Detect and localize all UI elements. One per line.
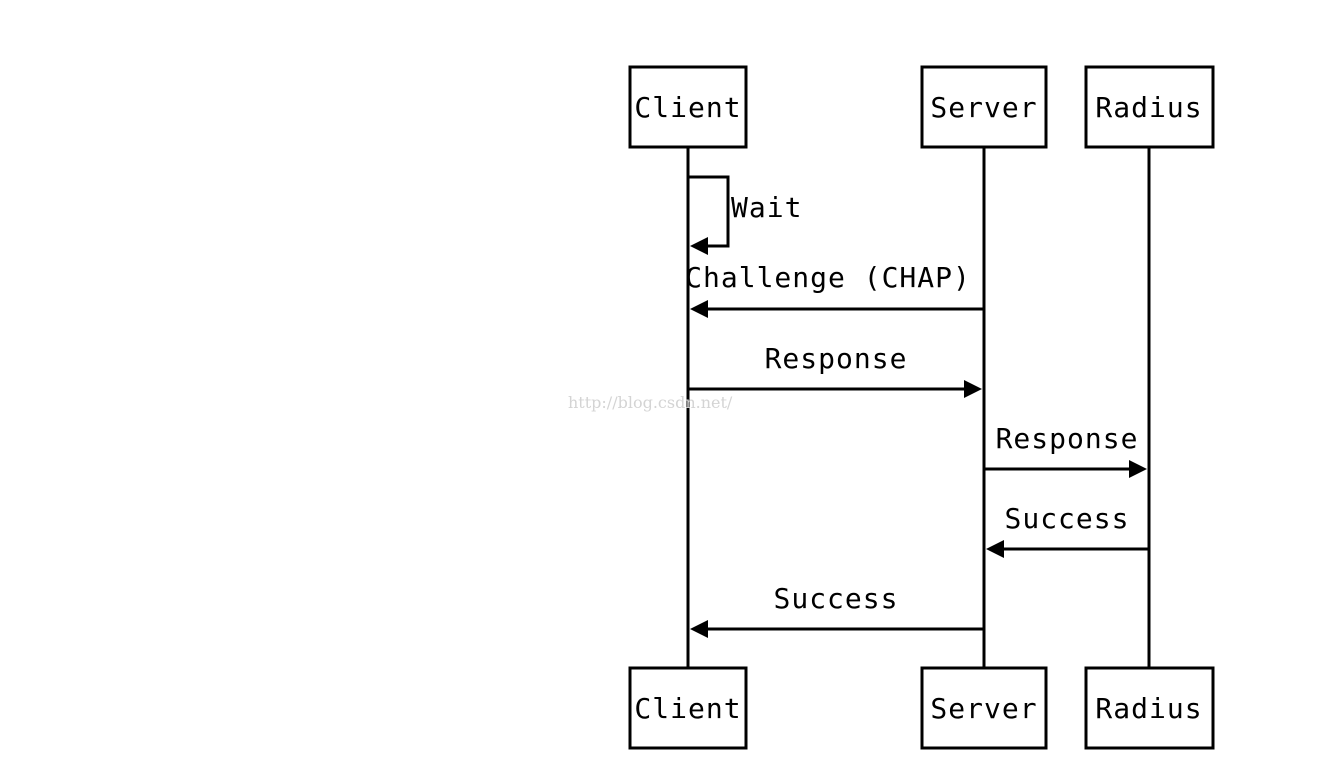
client-top-label: Client bbox=[634, 91, 741, 124]
client-bottom-label: Client bbox=[634, 692, 741, 725]
radius-bottom-label: Radius bbox=[1095, 692, 1202, 725]
arrowhead-right-icon bbox=[964, 380, 982, 398]
message-success-server-label: Success bbox=[773, 582, 898, 615]
radius-top-box: Radius bbox=[1084, 65, 1215, 149]
message-wait: Wait bbox=[688, 175, 802, 255]
radius-bottom-box: Radius bbox=[1084, 666, 1215, 750]
client-top-box: Client bbox=[628, 65, 748, 149]
arrowhead-left-icon bbox=[690, 620, 708, 638]
server-top-label: Server bbox=[930, 91, 1037, 124]
radius-top-label: Radius bbox=[1095, 91, 1202, 124]
arrowhead-right-icon bbox=[1129, 460, 1147, 478]
message-response-server: Response bbox=[984, 422, 1147, 478]
arrowhead-left-icon bbox=[690, 237, 708, 255]
server-top-box: Server bbox=[920, 65, 1048, 149]
message-success-server: Success bbox=[690, 582, 984, 638]
message-success-radius-label: Success bbox=[1004, 502, 1129, 535]
message-response-client: Response bbox=[688, 342, 982, 398]
message-challenge: Challenge (CHAP) bbox=[685, 261, 984, 318]
server-bottom-label: Server bbox=[930, 692, 1037, 725]
message-challenge-label: Challenge (CHAP) bbox=[685, 261, 971, 294]
message-response-server-label: Response bbox=[996, 422, 1139, 455]
message-success-radius: Success bbox=[986, 502, 1149, 558]
watermark: http://blog.csdn.net/ bbox=[568, 393, 733, 412]
client-bottom-box: Client bbox=[628, 666, 748, 750]
server-bottom-box: Server bbox=[920, 666, 1048, 750]
message-response-client-label: Response bbox=[765, 342, 908, 375]
message-wait-label: Wait bbox=[731, 191, 802, 224]
arrowhead-left-icon bbox=[690, 300, 708, 318]
arrowhead-left-icon bbox=[986, 540, 1004, 558]
